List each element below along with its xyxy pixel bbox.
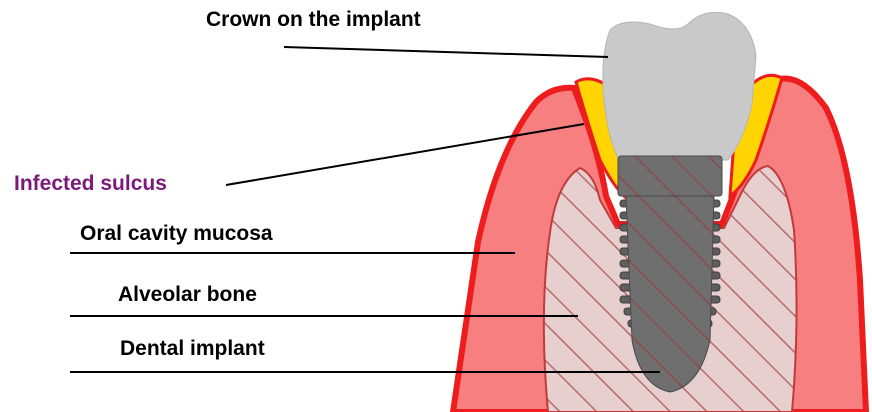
- label-alveolar-bone: Alveolar bone: [118, 283, 257, 307]
- label-infected-sulcus: Infected sulcus: [14, 172, 167, 196]
- label-dental-implant: Dental implant: [120, 337, 265, 361]
- label-oral-mucosa: Oral cavity mucosa: [80, 222, 273, 246]
- crown-leader-line: [284, 47, 608, 57]
- implant-crown: [603, 12, 756, 162]
- implant-collar: [618, 156, 722, 196]
- label-crown: Crown on the implant: [206, 8, 421, 32]
- dental-implant: [626, 196, 714, 392]
